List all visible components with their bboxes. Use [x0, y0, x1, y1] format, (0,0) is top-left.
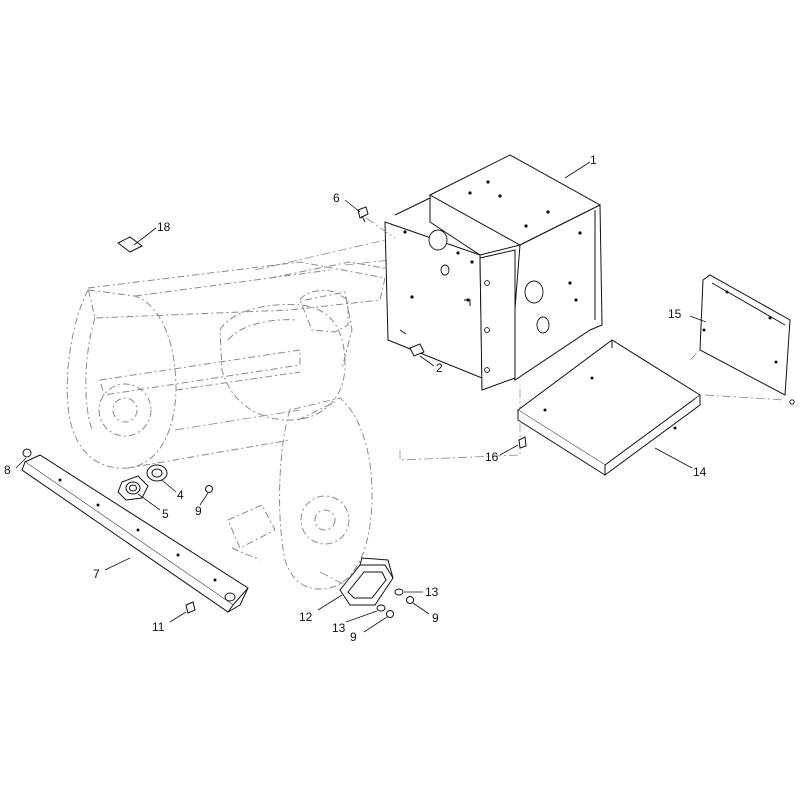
callout-12: 12 — [299, 610, 313, 624]
callout-2: 2 — [436, 361, 443, 375]
part-13-washer-lower — [376, 604, 386, 612]
part-14-tray — [517, 339, 701, 476]
leader-lines — [15, 161, 707, 633]
callout-13-lower: 13 — [332, 621, 346, 635]
part-4-bearing — [146, 464, 168, 482]
callout-7: 7 — [93, 567, 100, 581]
auger-housing-ghost — [66, 239, 521, 590]
callout-18: 18 — [157, 220, 171, 234]
callout-9-lower: 9 — [350, 630, 357, 644]
part-9-nut-upper — [205, 485, 213, 493]
part-6-bolt — [357, 206, 396, 239]
callout-8: 8 — [4, 463, 11, 477]
callout-4: 4 — [177, 488, 184, 502]
callout-9-right: 9 — [432, 611, 439, 625]
part-16-bolt — [518, 436, 527, 449]
part-12-skid-shoe — [319, 557, 394, 606]
part-1-frame-box — [384, 154, 603, 391]
callout-14: 14 — [693, 465, 707, 479]
part-9-nut-lower — [386, 610, 394, 618]
part-8-knob — [22, 448, 32, 458]
part-11-bolt — [185, 601, 196, 614]
callout-15: 15 — [668, 307, 682, 321]
part-7-scraper-bar — [21, 454, 249, 613]
part-2-clip — [409, 343, 425, 357]
part-9-nut-right — [406, 596, 414, 604]
callout-16: 16 — [485, 450, 499, 464]
callout-6: 6 — [333, 191, 340, 205]
part-15-cover-plate — [689, 274, 795, 405]
callout-9-upper: 9 — [195, 504, 202, 518]
callout-13-upper: 13 — [425, 585, 439, 599]
callout-11: 11 — [152, 620, 165, 634]
callout-5: 5 — [162, 507, 169, 521]
part-18-decal — [117, 236, 143, 253]
part-13-washer-upper — [394, 588, 404, 596]
part-5-flange — [117, 475, 149, 501]
callout-1: 1 — [590, 153, 597, 167]
